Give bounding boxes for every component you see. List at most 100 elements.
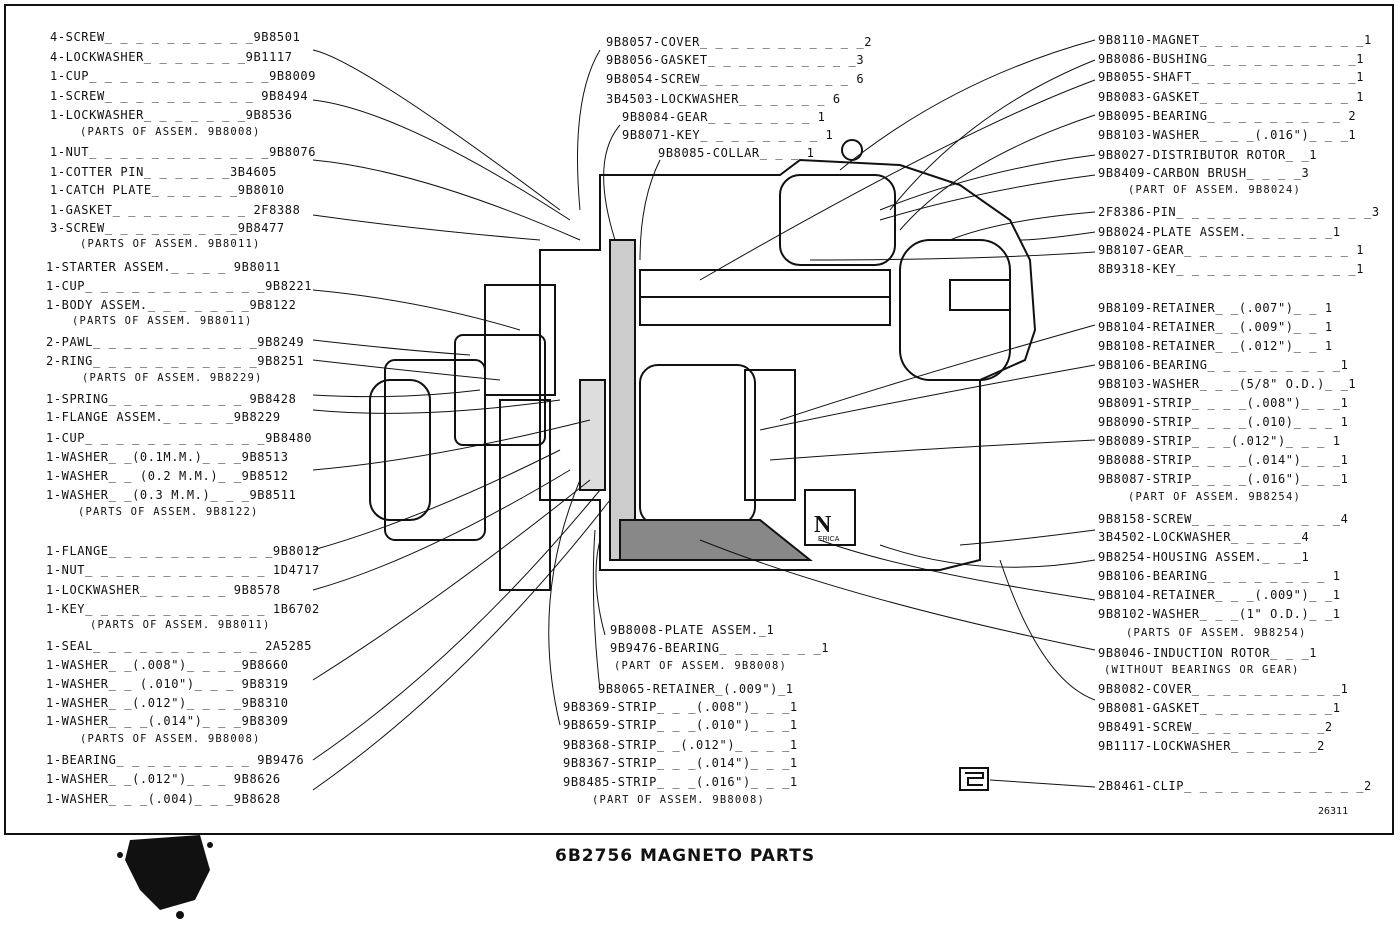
assembly-note: (PARTS OF ASSEM. 9B8008) <box>80 733 261 745</box>
part-label: 9B8106-BEARING_ _ _ _ _ _ _ _ _1 <box>1098 358 1349 372</box>
part-label: 9B8659-STRIP_ _ _(.010")_ _ _1 <box>563 718 798 732</box>
part-label: 9B8409-CARBON BRUSH_ _ _ _3 <box>1098 166 1310 180</box>
nameplate-letter: N <box>814 512 832 538</box>
part-label: 9B8084-GEAR_ _ _ _ _ _ _ 1 <box>622 110 826 124</box>
part-label: 9B8104-RETAINER_ _(.009")_ _ 1 <box>1098 320 1333 334</box>
part-label: 9B8085-COLLAR_ _ _ 1 <box>658 146 815 160</box>
part-label: 9B8106-BEARING_ _ _ _ _ _ _ _ 1 <box>1098 569 1341 583</box>
part-label: 9B8056-GASKET_ _ _ _ _ _ _ _ _ _3 <box>606 53 865 67</box>
drawing-frame <box>4 4 1394 835</box>
assembly-note: (PARTS OF ASSEM. 9B8011) <box>72 315 253 327</box>
part-label: 1-LOCKWASHER_ _ _ _ _ _ 9B8578 <box>46 583 281 597</box>
assembly-note: (PART OF ASSEM. 9B8008) <box>592 794 765 806</box>
assembly-note: (PARTS OF ASSEM. 9B8008) <box>80 126 261 138</box>
part-label: 9B8103-WASHER_ _ _(5/8" O.D.)_ _1 <box>1098 377 1357 391</box>
part-label: 9B8054-SCREW_ _ _ _ _ _ _ _ _ _ 6 <box>606 72 865 86</box>
part-label: 9B8254-HOUSING ASSEM._ _ _1 <box>1098 550 1310 564</box>
part-label: 9B8024-PLATE ASSEM._ _ _ _ _ _1 <box>1098 225 1341 239</box>
part-label: 9B8109-RETAINER_ _(.007")_ _ 1 <box>1098 301 1333 315</box>
part-label: 1-KEY_ _ _ _ _ _ _ _ _ _ _ _ 1B6702 <box>46 602 320 616</box>
part-label: 9B8081-GASKET_ _ _ _ _ _ _ _ _1 <box>1098 701 1341 715</box>
part-label: 2B8461-CLIP_ _ _ _ _ _ _ _ _ _ _ _2 <box>1098 779 1372 793</box>
part-label: 1-STARTER ASSEM._ _ _ _ 9B8011 <box>46 260 281 274</box>
part-label: 9B8055-SHAFT_ _ _ _ _ _ _ _ _ _ _1 <box>1098 70 1365 84</box>
part-label: 9B8065-RETAINER_(.009")_1 <box>598 682 794 696</box>
part-label: 1-WASHER_ _ _(.004)_ _ _9B8628 <box>46 792 281 806</box>
assembly-note: (PARTS OF ASSEM. 9B8254) <box>1126 627 1307 639</box>
assembly-note: (PART OF ASSEM. 9B8254) <box>1128 491 1301 503</box>
part-label: 2-RING_ _ _ _ _ _ _ _ _ _ _9B8251 <box>46 354 305 368</box>
part-label: 3-SCREW_ _ _ _ _ _ _ _ _9B8477 <box>50 221 285 235</box>
part-label: 9B8108-RETAINER_ _(.012")_ _ 1 <box>1098 339 1333 353</box>
assembly-note: (PARTS OF ASSEM. 9B8122) <box>78 506 259 518</box>
part-label: 9B8110-MAGNET_ _ _ _ _ _ _ _ _ _ _1 <box>1098 33 1372 47</box>
part-label: 1-WASHER_ _ (.010")_ _ _ 9B8319 <box>46 677 289 691</box>
part-label: 1-WASHER_ _(0.1M.M.)_ _ _9B8513 <box>46 450 289 464</box>
part-label: 9B8485-STRIP_ _ _(.016")_ _ _1 <box>563 775 798 789</box>
assembly-note: (PARTS OF ASSEM. 9B8229) <box>82 372 263 384</box>
part-label: 9B8367-STRIP_ _ _(.014")_ _ _1 <box>563 756 798 770</box>
part-label: 1-CUP_ _ _ _ _ _ _ _ _ _ _ _9B8480 <box>46 431 313 445</box>
assembly-note: (PARTS OF ASSEM. 9B8011) <box>80 238 261 250</box>
part-label: 9B8082-COVER_ _ _ _ _ _ _ _ _ _1 <box>1098 682 1349 696</box>
part-label: 9B8071-KEY_ _ _ _ _ _ _ _ 1 <box>622 128 834 142</box>
part-label: 1-WASHER_ _ _(.014")_ _ _9B8309 <box>46 714 289 728</box>
part-label: 9B8089-STRIP_ _ _(.012")_ _ _ 1 <box>1098 434 1341 448</box>
part-label: 9B8091-STRIP_ _ _ _(.008")_ _ _1 <box>1098 396 1349 410</box>
part-label: 9B8368-STRIP_ _(.012")_ _ _ _1 <box>563 738 798 752</box>
part-label: 9B8107-GEAR_ _ _ _ _ _ _ _ _ _ _ 1 <box>1098 243 1365 257</box>
part-label: 1-WASHER_ _ (0.2 M.M.)_ _9B8512 <box>46 469 289 483</box>
part-label: 1-CUP_ _ _ _ _ _ _ _ _ _ _ _9B8221 <box>46 279 313 293</box>
part-label: 4-LOCKWASHER_ _ _ _ _ _ _9B1117 <box>50 50 293 64</box>
assembly-note: (PART OF ASSEM. 9B8008) <box>614 660 787 672</box>
part-label: 9B8027-DISTRIBUTOR ROTOR_ _1 <box>1098 148 1318 162</box>
part-label: 1-SCREW_ _ _ _ _ _ _ _ _ _ 9B8494 <box>50 89 309 103</box>
nameplate-sub: ERICA <box>818 536 840 543</box>
assembly-note: (WITHOUT BEARINGS OR GEAR) <box>1104 664 1300 676</box>
part-label: 3B4503-LOCKWASHER_ _ _ _ _ _ 6 <box>606 92 841 106</box>
part-label: 9B8088-STRIP_ _ _ _(.014")_ _ _1 <box>1098 453 1349 467</box>
part-label: 1-SEAL_ _ _ _ _ _ _ _ _ _ _ 2A5285 <box>46 639 313 653</box>
part-label: 9B8102-WASHER_ _ _(1" O.D.)_ _1 <box>1098 607 1341 621</box>
part-label: 9B8491-SCREW_ _ _ _ _ _ _ _ _2 <box>1098 720 1333 734</box>
part-label: 9B8046-INDUCTION ROTOR_ _ _1 <box>1098 646 1318 660</box>
part-label: 9B8083-GASKET_ _ _ _ _ _ _ _ _ _ 1 <box>1098 90 1365 104</box>
part-label: 8B9318-KEY_ _ _ _ _ _ _ _ _ _ _ _1 <box>1098 262 1365 276</box>
part-label: 9B9476-BEARING_ _ _ _ _ _ _1 <box>610 641 830 655</box>
part-label: 4-SCREW_ _ _ _ _ _ _ _ _ _9B8501 <box>50 30 301 44</box>
part-label: 2-PAWL_ _ _ _ _ _ _ _ _ _ _9B8249 <box>46 335 305 349</box>
part-label: 1-COTTER PIN_ _ _ _ _ _3B4605 <box>50 165 277 179</box>
part-label: 1-WASHER_ _(0.3 M.M.)_ _ _9B8511 <box>46 488 297 502</box>
part-label: 9B8087-STRIP_ _ _ _(.016")_ _ _1 <box>1098 472 1349 486</box>
ink-blot <box>117 835 213 919</box>
part-label: 9B8057-COVER_ _ _ _ _ _ _ _ _ _ _2 <box>606 35 873 49</box>
part-label: 1-CUP_ _ _ _ _ _ _ _ _ _ _ _9B8009 <box>50 69 317 83</box>
part-label: 1-LOCKWASHER_ _ _ _ _ _ _9B8536 <box>50 108 293 122</box>
part-label: 9B1117-LOCKWASHER_ _ _ _ _ _2 <box>1098 739 1325 753</box>
part-label: 2F8386-PIN_ _ _ _ _ _ _ _ _ _ _ _ _3 <box>1098 205 1380 219</box>
drawing-number: 26311 <box>1318 806 1349 817</box>
part-label: 1-WASHER_ _(.012")_ _ _ _9B8310 <box>46 696 289 710</box>
figure-caption: 6B2756 MAGNETO PARTS <box>555 846 816 866</box>
part-label: 1-GASKET_ _ _ _ _ _ _ _ _ 2F8388 <box>50 203 301 217</box>
part-label: 1-BEARING_ _ _ _ _ _ _ _ _ 9B9476 <box>46 753 305 767</box>
part-label: 1-NUT_ _ _ _ _ _ _ _ _ _ _ _ 1D4717 <box>46 563 320 577</box>
part-label: 9B8104-RETAINER_ _ _(.009")_ _1 <box>1098 588 1341 602</box>
part-label: 9B8103-WASHER_ _ _ _(.016")_ _ _1 <box>1098 128 1357 142</box>
part-label: 9B8369-STRIP_ _ _(.008")_ _ _1 <box>563 700 798 714</box>
part-label: 1-FLANGE ASSEM._ _ _ _ _9B8229 <box>46 410 281 424</box>
part-label: 9B8158-SCREW_ _ _ _ _ _ _ _ _ _4 <box>1098 512 1349 526</box>
part-label: 1-WASHER_ _(.012")_ _ _ 9B8626 <box>46 772 281 786</box>
part-label: 1-FLANGE_ _ _ _ _ _ _ _ _ _ _9B8012 <box>46 544 320 558</box>
part-label: 9B8095-BEARING_ _ _ _ _ _ _ _ _ 2 <box>1098 109 1357 123</box>
part-label: 1-NUT_ _ _ _ _ _ _ _ _ _ _ _9B8076 <box>50 145 317 159</box>
part-label: 9B8086-BUSHING_ _ _ _ _ _ _ _ _ _1 <box>1098 52 1365 66</box>
part-label: 1-SPRING_ _ _ _ _ _ _ _ _ 9B8428 <box>46 392 297 406</box>
part-label: 1-BODY ASSEM._ _ _ _ _ _ _9B8122 <box>46 298 297 312</box>
assembly-note: (PARTS OF ASSEM. 9B8011) <box>90 619 271 631</box>
part-label: 9B8090-STRIP_ _ _ _(.010)_ _ _ 1 <box>1098 415 1349 429</box>
part-label: 1-CATCH PLATE_ _ _ _ _ _9B8010 <box>50 183 285 197</box>
part-label: 1-WASHER_ _(.008")_ _ _ _9B8660 <box>46 658 289 672</box>
assembly-note: (PART OF ASSEM. 9B8024) <box>1128 184 1301 196</box>
